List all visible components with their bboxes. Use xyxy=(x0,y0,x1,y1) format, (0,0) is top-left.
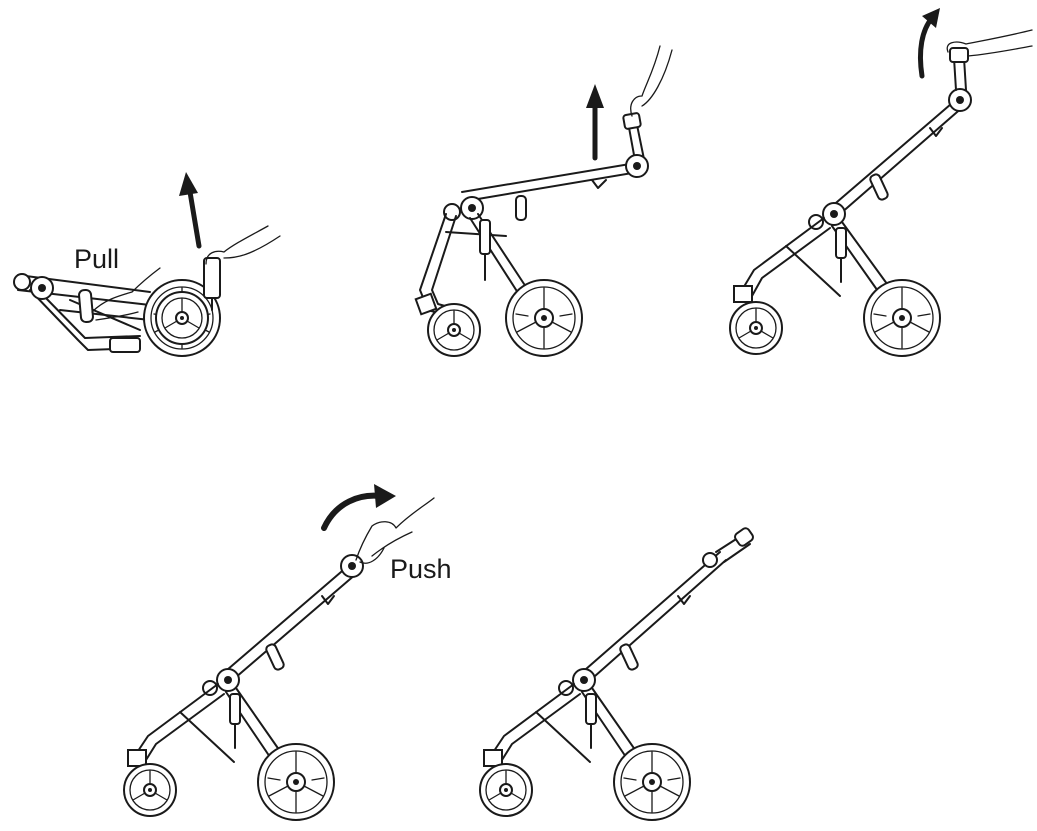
hand-icon xyxy=(946,29,1033,57)
pull-label: Pull xyxy=(74,244,119,274)
step-2-unfolding-stroller xyxy=(414,45,673,357)
step-1-folded-stroller xyxy=(13,172,281,357)
step-4-push-stroller xyxy=(123,484,435,821)
hand-icon xyxy=(355,497,435,564)
hand-icon xyxy=(630,45,673,117)
curved-arrow-icon xyxy=(374,484,396,508)
up-arrow-icon xyxy=(179,172,198,196)
curved-arrow-icon xyxy=(922,8,940,28)
hand-icon xyxy=(205,225,281,265)
step-5-unfolded-stroller xyxy=(479,527,754,821)
push-label: Push xyxy=(390,554,452,584)
step-3-raised-stroller xyxy=(729,8,1033,357)
up-arrow-icon xyxy=(586,84,604,108)
